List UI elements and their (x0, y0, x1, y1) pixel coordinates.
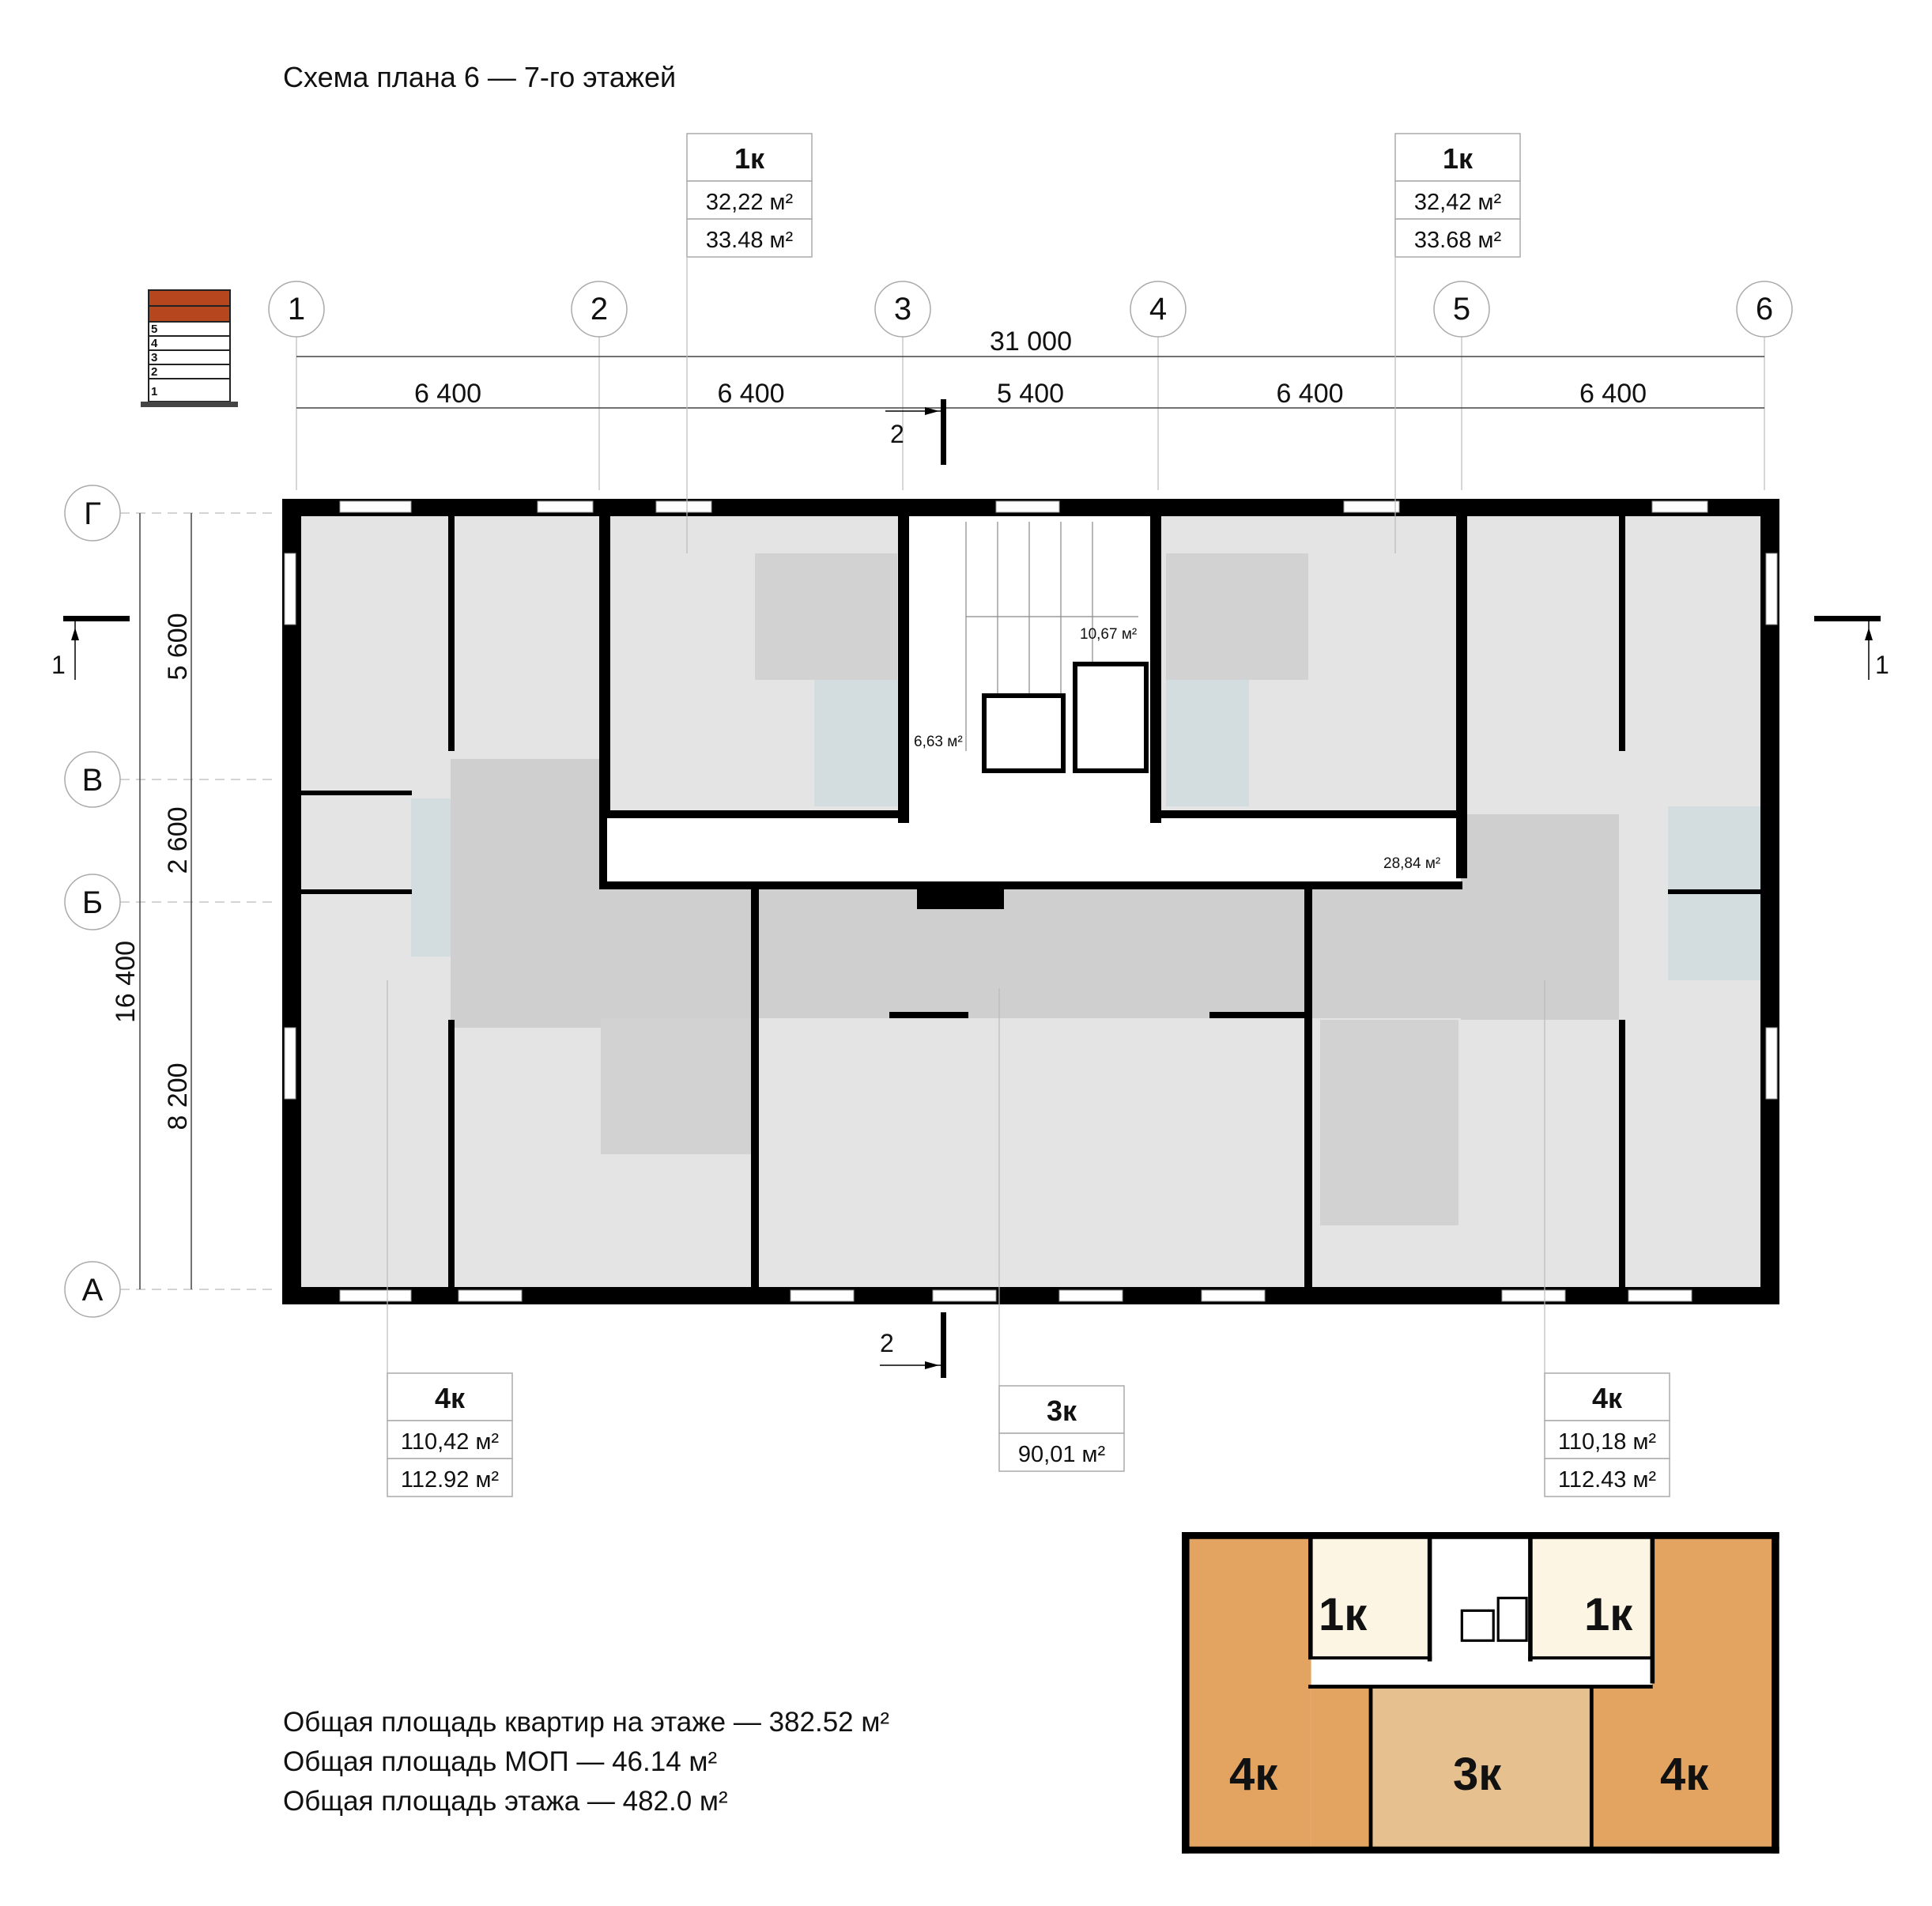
corridor-area-label: 28,84 м² (1383, 855, 1440, 872)
dimensions: 31 000 16 400 5 600 2 600 8 200 (111, 326, 1764, 1289)
apartment-living-area: 110,18 м² (1558, 1429, 1657, 1455)
svg-text:1: 1 (1875, 651, 1889, 679)
apartment-total-area: 112.92 м² (401, 1467, 500, 1493)
stair-area-label: 10,67 м² (1080, 626, 1137, 643)
apartment-type: 4к (435, 1382, 466, 1414)
svg-text:Общая площадь этажа — 482.0 м²: Общая площадь этажа — 482.0 м² (283, 1786, 728, 1817)
apartment-label-3: 4к 110,42 м² 112.92 м² (387, 1372, 513, 1497)
column-axis-marker (1736, 281, 1793, 338)
svg-text:8 200: 8 200 (163, 1062, 193, 1130)
column-axis-marker (874, 281, 931, 338)
apartment-total-area: 33.48 м² (706, 228, 794, 253)
floor-indicator: 5 4 3 2 1 (141, 289, 238, 407)
svg-text:Общая площадь МОП — 46.14 м²: Общая площадь МОП — 46.14 м² (283, 1746, 717, 1777)
column-axis-label: 3 (894, 292, 911, 326)
apartment-total-area: 33.68 м² (1414, 228, 1502, 253)
section-marks: 1 1 2 2 (51, 399, 1889, 1378)
svg-text:2 600: 2 600 (163, 806, 193, 874)
svg-text:5: 5 (151, 323, 157, 336)
column-axis-label: 1 (288, 292, 305, 326)
lobby-area-label: 6,63 м² (914, 734, 963, 750)
svg-text:1: 1 (51, 651, 66, 679)
row-axis-label: Б (82, 885, 103, 920)
apartment-labels: 1к 32,22 м² 33.48 м² 1к 32,42 м² 33.68 м² 4к 11… (387, 133, 1670, 1497)
floor-plan: 10,67 м² 6,63 м² 28,84 м² (282, 499, 1779, 1304)
row-axis-label: Г (84, 496, 101, 531)
column-span-dimension: 6 400 (1276, 379, 1343, 409)
row-axis-marker (64, 485, 121, 542)
svg-text:5 600: 5 600 (163, 613, 193, 680)
apartment-label-4: 3к 90,01 м² (998, 1385, 1125, 1472)
svg-text:4: 4 (151, 337, 158, 350)
apartment-living-area: 32,22 м² (706, 190, 794, 215)
total-width-dimension: 31 000 (990, 326, 1072, 357)
svg-text:2: 2 (880, 1329, 894, 1357)
row-axis-marker (64, 1261, 121, 1318)
column-axis-label: 2 (591, 292, 608, 326)
column-axis-marker (571, 281, 628, 338)
svg-text:1к: 1к (1584, 1589, 1633, 1640)
apartment-type: 1к (734, 142, 765, 175)
column-span-dimension: 5 400 (997, 379, 1064, 409)
apartment-living-area: 110,42 м² (401, 1429, 500, 1455)
plan-title: Схема плана 6 — 7-го этажей (283, 61, 676, 93)
column-axis-label: 5 (1453, 292, 1470, 326)
column-span-dimension: 6 400 (1579, 379, 1647, 409)
column-span-dimension: 6 400 (414, 379, 481, 409)
svg-text:4к: 4к (1660, 1749, 1709, 1800)
column-axis-marker (1130, 281, 1187, 338)
apartment-living-area: 32,42 м² (1414, 190, 1502, 215)
row-axis-marker (64, 751, 121, 808)
svg-text:Общая площадь квартир на этаже: Общая площадь квартир на этаже — 382.52 … (283, 1707, 889, 1738)
row-axis-label: А (82, 1273, 104, 1308)
apartment-type: 4к (1592, 1382, 1623, 1414)
svg-text:2: 2 (890, 420, 904, 448)
column-axis-label: 4 (1149, 292, 1167, 326)
row-axis-marker (64, 874, 121, 930)
apartment-label-5: 4к 110,18 м² 112.43 м² (1544, 1372, 1670, 1497)
svg-text:1: 1 (151, 385, 157, 398)
svg-text:3к: 3к (1453, 1749, 1502, 1800)
apartment-living-area: 90,01 м² (1018, 1442, 1106, 1467)
area-summary: Общая площадь квартир на этаже — 382.52 … (283, 1707, 889, 1817)
row-axis-label: В (82, 763, 104, 798)
svg-text:3: 3 (151, 351, 157, 364)
apartment-type: 3к (1047, 1395, 1077, 1427)
svg-text:4к: 4к (1229, 1749, 1278, 1800)
apartment-type: 1к (1443, 142, 1474, 175)
column-axis-marker (1433, 281, 1490, 338)
column-span-dimension: 6 400 (717, 379, 784, 409)
key-plan: 1к 1к 4к 3к 4к (1182, 1532, 1779, 1854)
apartment-total-area: 112.43 м² (1558, 1467, 1657, 1493)
column-axis-marker (268, 281, 325, 338)
svg-text:2: 2 (151, 365, 157, 379)
total-height-dimension: 16 400 (111, 941, 141, 1023)
column-axis-label: 6 (1756, 292, 1773, 326)
svg-text:1к: 1к (1319, 1589, 1368, 1640)
apartment-label-1: 1к 32,22 м² 33.48 м² (686, 133, 813, 258)
apartment-label-2: 1к 32,42 м² 33.68 м² (1394, 133, 1521, 258)
